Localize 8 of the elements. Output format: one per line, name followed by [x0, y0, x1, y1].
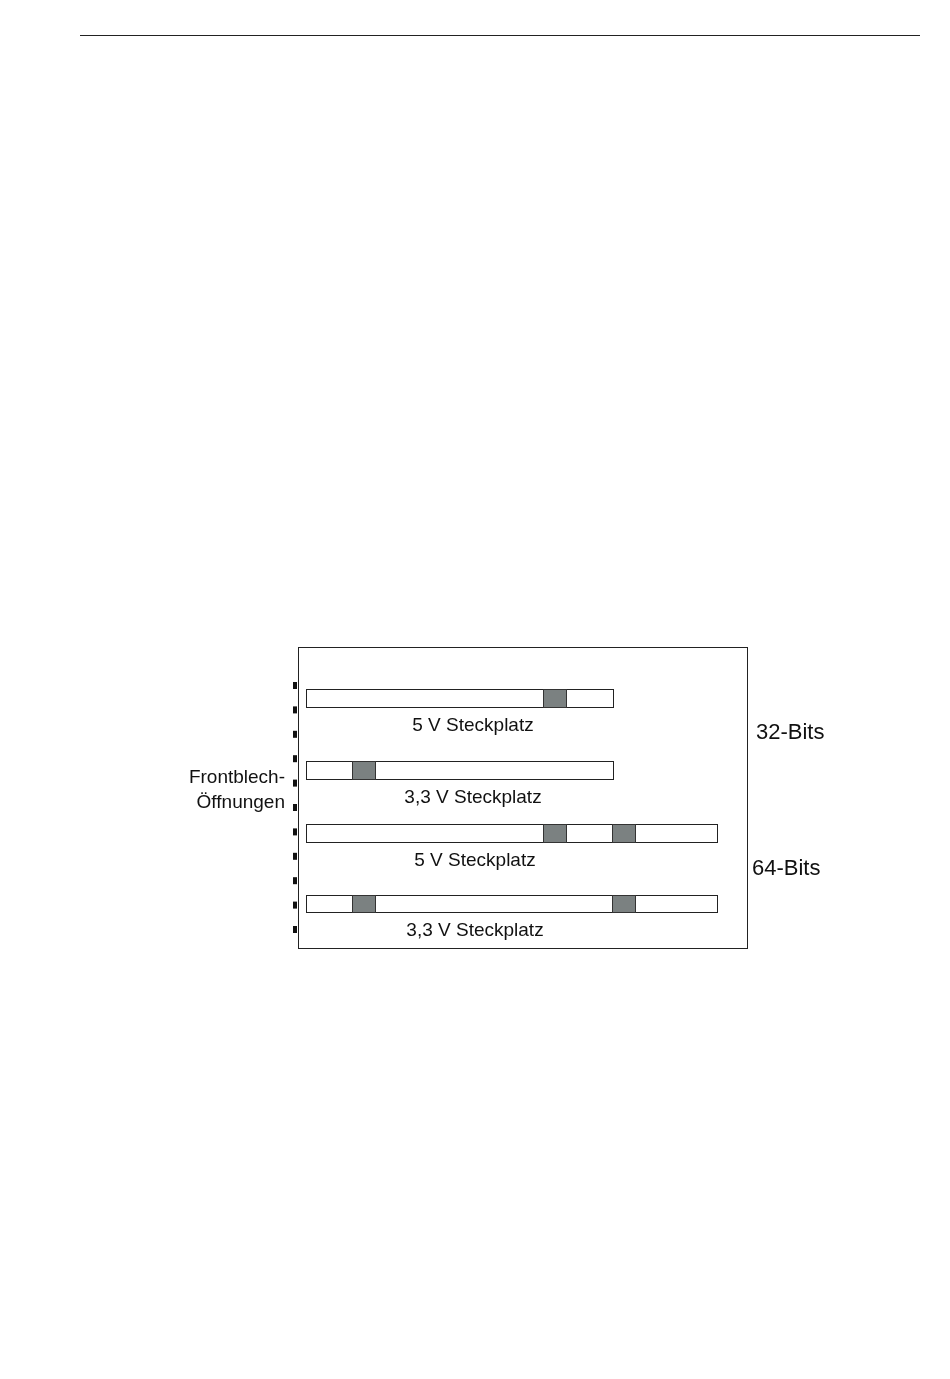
bus-width-label: 32-Bits: [756, 719, 825, 745]
slot-label: 3,3 V Steckplatz: [405, 919, 545, 941]
bus-width-label: 64-Bits: [752, 855, 821, 881]
slot-label: 3,3 V Steckplatz: [403, 786, 543, 808]
slot-label: 5 V Steckplatz: [411, 714, 535, 736]
slot-label: 5 V Steckplatz: [413, 849, 537, 871]
panel-label: Frontblech- Öffnungen: [187, 765, 285, 814]
board-outline: [298, 647, 748, 949]
